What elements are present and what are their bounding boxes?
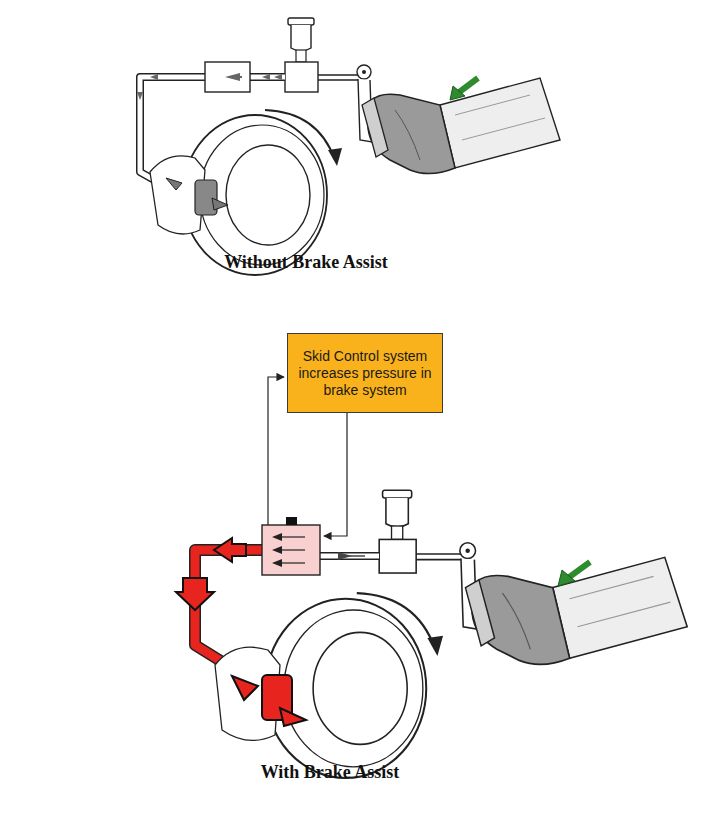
signal-line: [324, 413, 347, 536]
actuator-box: [262, 525, 320, 575]
brake-mechanism: [183, 18, 560, 275]
panel-caption: Without Brake Assist: [224, 252, 388, 273]
box-text: Skid Control system increases pressure i…: [296, 348, 434, 399]
process-box: Skid Control system increases pressure i…: [287, 333, 443, 413]
signal-line: [268, 377, 284, 525]
panel-caption: With Brake Assist: [261, 762, 400, 783]
